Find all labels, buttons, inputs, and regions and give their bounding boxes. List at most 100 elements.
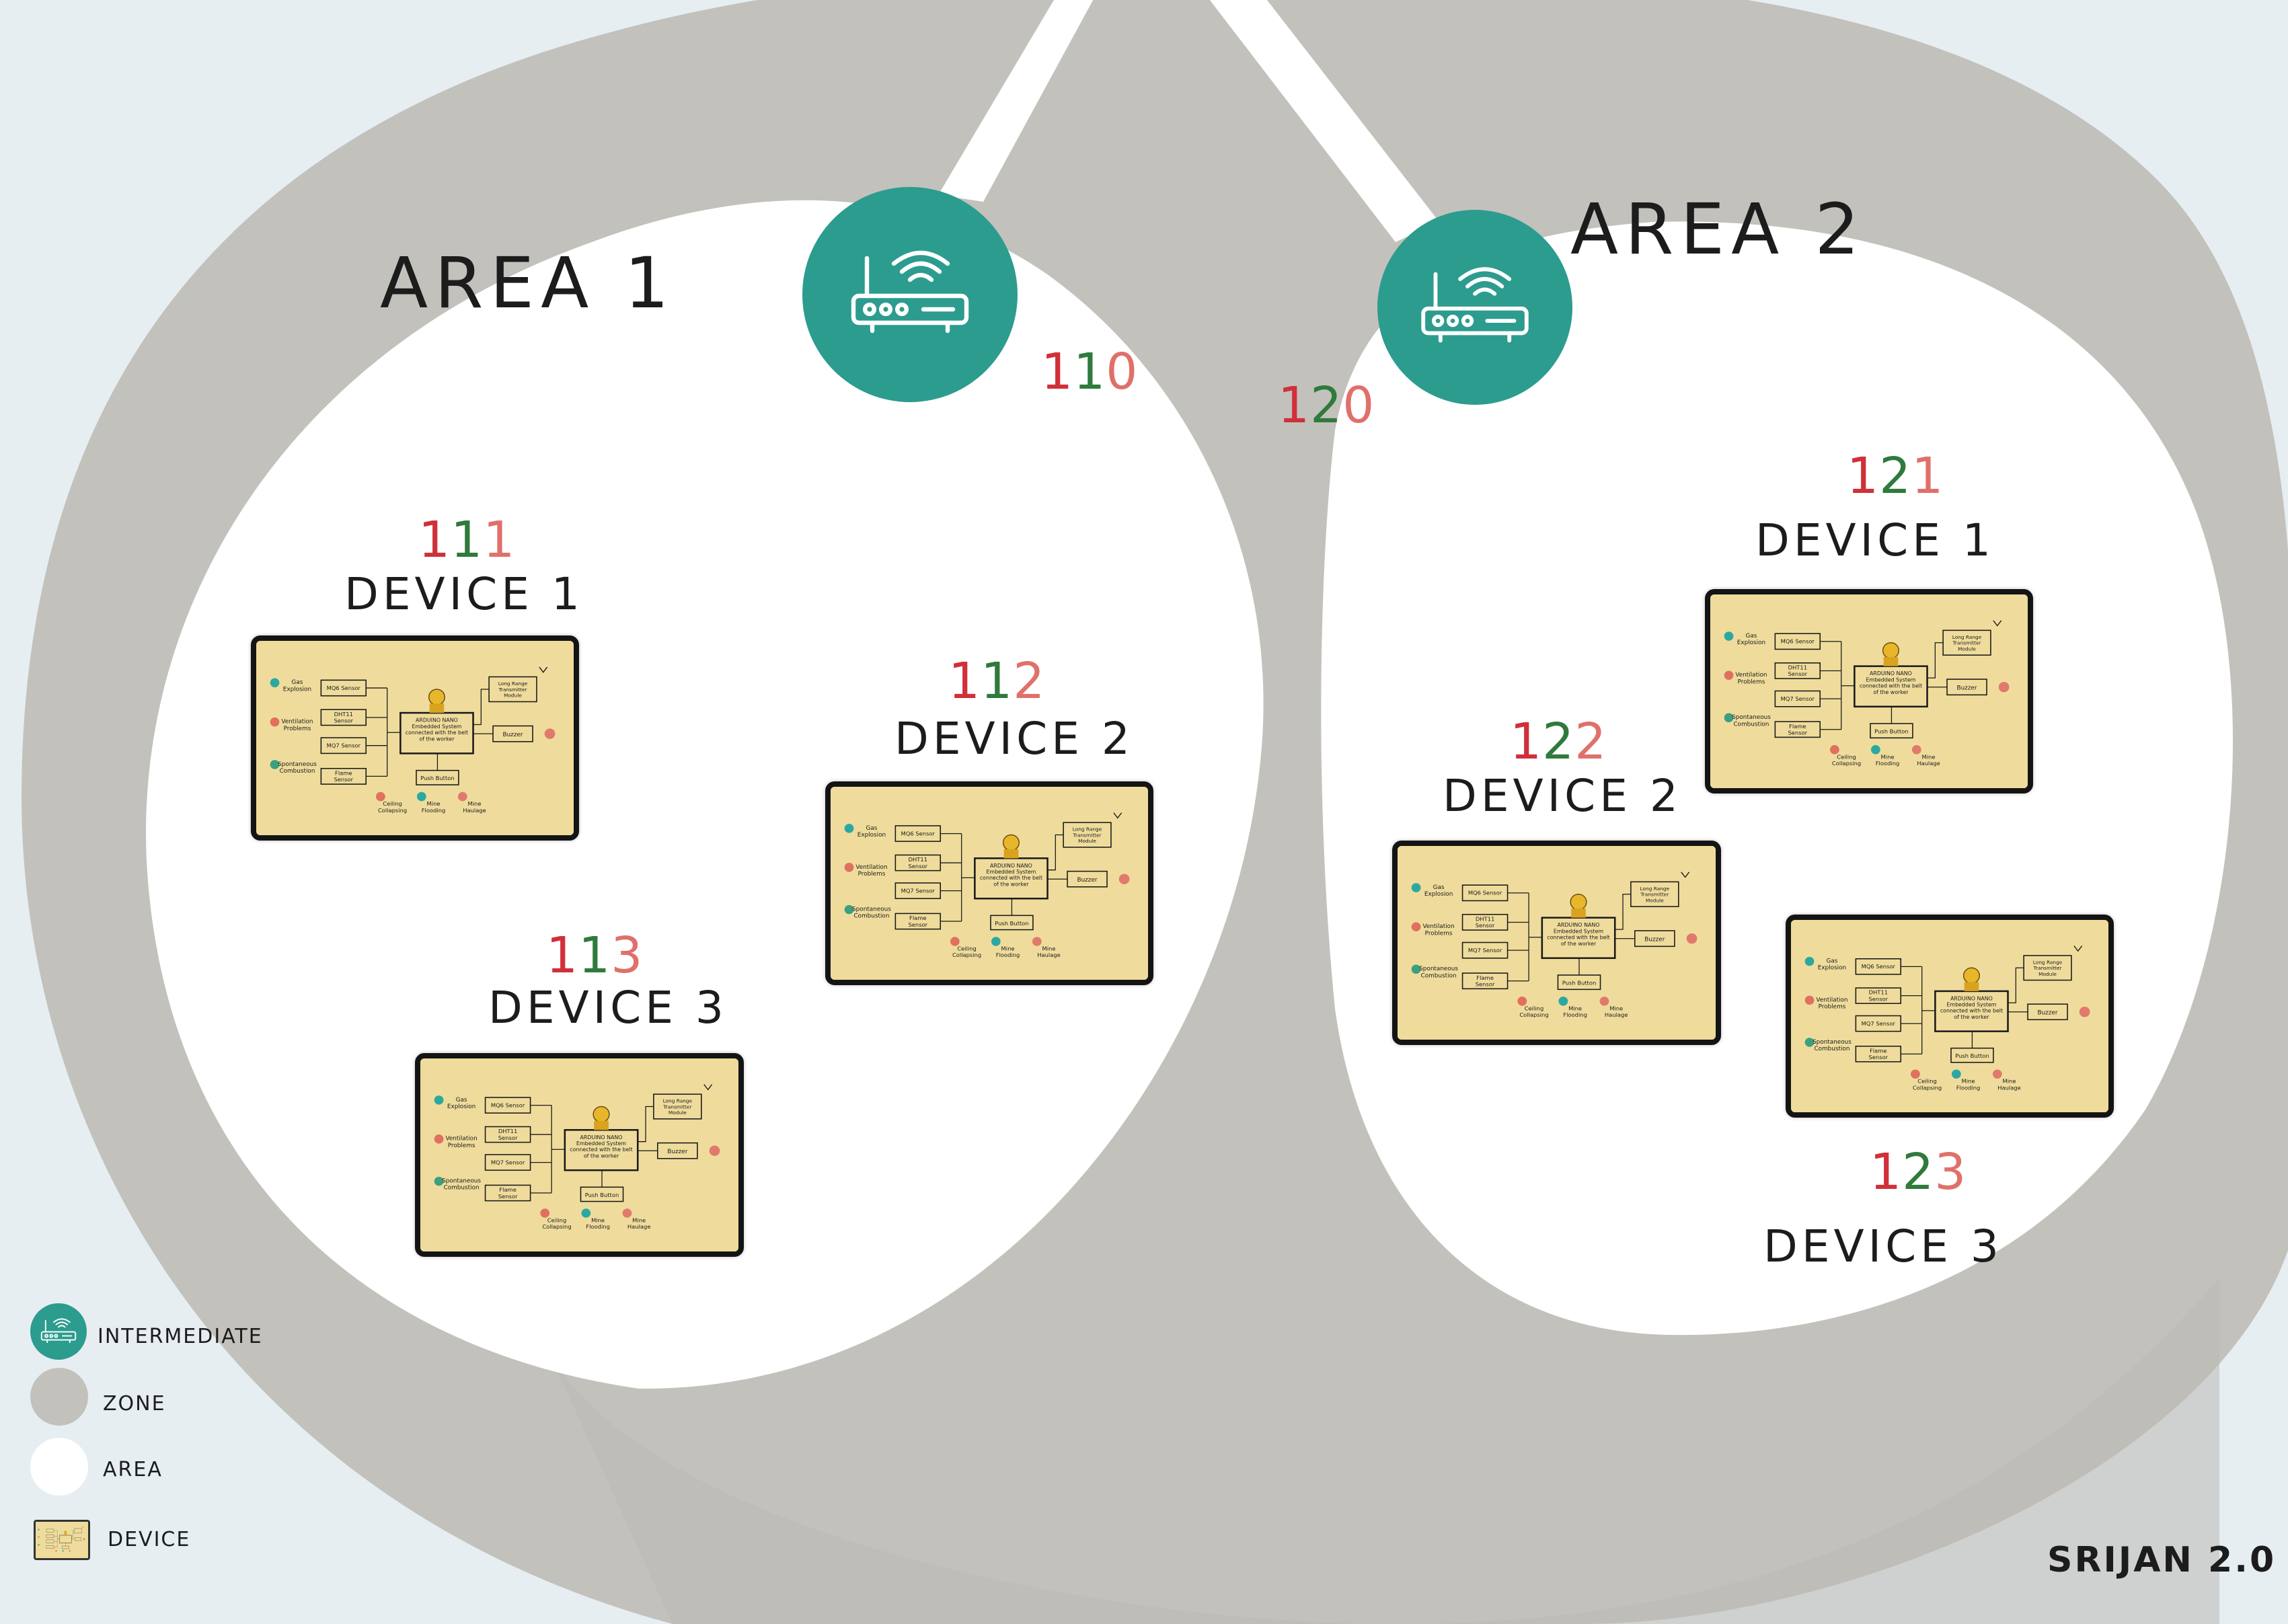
controller-block: [1854, 665, 1928, 708]
sensor-label: DHT11: [909, 856, 927, 863]
hazard-icon: [1829, 745, 1839, 755]
hazard-label: Haulage: [1997, 1084, 2021, 1091]
transmitter-label: Long Range: [1073, 826, 1102, 833]
transmitter-label: Module: [669, 1110, 687, 1116]
transmitter-label: Long Range: [498, 681, 528, 687]
transmitter-label: Module: [1646, 897, 1664, 903]
push-button-block: [580, 1186, 624, 1202]
area-1-device-2-title: DEVICE 2: [894, 713, 1134, 765]
schematic-connector: [1615, 894, 1631, 930]
hazard-icon: [1870, 745, 1880, 755]
zone-overlay-shape: [551, 1278, 2219, 1624]
area-2-intermediate-node[interactable]: [1377, 210, 1572, 405]
hazard-icon: [844, 863, 854, 872]
hazard-label: Haulage: [463, 807, 486, 814]
legend-intermediate-label: INTERMEDIATE: [98, 1325, 263, 1348]
hazard-icon: [1951, 1069, 1961, 1079]
buzzer-label: Buzzer: [667, 1149, 687, 1155]
hazard-icon: [375, 791, 385, 802]
schematic-background: [1710, 594, 2028, 788]
hazard-label: Flooding: [586, 1223, 610, 1230]
code-digit: 2: [1879, 447, 1912, 505]
hazard-label: Problems: [1425, 930, 1453, 937]
hazard-label: Ceiling: [1917, 1078, 1937, 1085]
hazard-icon: [457, 791, 467, 802]
transmitter-block: [1630, 881, 1679, 907]
hazard-label: Problems: [1819, 1004, 1846, 1011]
hazard-icon: [1804, 956, 1815, 966]
controller-label: of the worker: [419, 736, 455, 742]
code-digit: 1: [451, 511, 484, 569]
code-digit: 2: [1574, 713, 1607, 771]
hazard-label: Haulage: [1917, 760, 1940, 767]
worker-body: [64, 1533, 67, 1535]
worker-icon: [64, 1531, 67, 1534]
sensor-label: Flame: [909, 915, 926, 921]
code-digit: 1: [546, 927, 579, 984]
sensor-label: Sensor: [334, 718, 353, 724]
area-1-device-3-title: DEVICE 3: [488, 982, 728, 1034]
legend-intermediate-swatch: [30, 1303, 87, 1360]
code-112: 112: [948, 652, 1045, 710]
hazard-icon: [1411, 964, 1421, 974]
hazard-label: Collapsing: [952, 952, 981, 958]
controller-label: of the worker: [1954, 1014, 1989, 1020]
hazard-icon: [416, 791, 426, 802]
hazard-label: Explosion: [447, 1104, 475, 1110]
device-schematic: GasExplosionVentilationProblemsSpontaneo…: [1791, 920, 2108, 1112]
push-button-label: Push Button: [585, 1192, 619, 1198]
legend-area-swatch: [30, 1438, 88, 1496]
hazard-label: Collapsing: [1832, 760, 1861, 767]
sensor-label: Flame: [1870, 1047, 1887, 1054]
hazard-label: Combustion: [1814, 1046, 1850, 1052]
sensor-label: DHT11: [1788, 664, 1807, 671]
hazard-label: Ceiling: [383, 800, 402, 807]
hazard-label: Spontaneous: [1419, 966, 1458, 972]
alarm-icon: [2079, 1007, 2090, 1017]
sensor-label: Sensor: [1476, 922, 1495, 929]
hazard-icon: [1411, 922, 1421, 932]
sensor-label: DHT11: [1476, 916, 1494, 923]
sensor-label: MQ7 Sensor: [1781, 695, 1815, 702]
push-button-block: [990, 915, 1034, 931]
area-2-title: AREA 2: [1570, 188, 1866, 270]
legend-device-label: DEVICE: [108, 1528, 191, 1551]
sensor-block: [1461, 914, 1509, 931]
hazard-label: Ceiling: [1837, 753, 1856, 760]
worker-icon: [593, 1106, 610, 1123]
code-digit: 1: [483, 511, 516, 569]
sensor-label: MQ7 Sensor: [327, 742, 361, 749]
sensor-block: [1461, 972, 1509, 990]
worker-icon: [1570, 894, 1587, 911]
worker-body: [1883, 657, 1899, 666]
transmitter-label: Long Range: [1952, 634, 1982, 640]
transmitter-label: Transmitter: [1952, 640, 1981, 646]
controller-label: of the worker: [993, 881, 1029, 887]
hazard-label: Haulage: [1605, 1011, 1628, 1018]
code-digit: 1: [1510, 713, 1543, 771]
hazard-label: Gas: [456, 1097, 467, 1104]
area-1-intermediate-node[interactable]: [802, 187, 1018, 402]
antenna-icon: [1681, 872, 1690, 878]
transmitter-label: Transmitter: [498, 687, 528, 693]
schematic-background: [256, 641, 574, 835]
controller-label: ARDUINO NANO: [1870, 670, 1912, 676]
code-123: 123: [1870, 1143, 1967, 1201]
buzzer-block: [2027, 1003, 2068, 1021]
schematic-connector: [71, 1531, 75, 1538]
hazard-label: Collapsing: [1913, 1084, 1942, 1091]
buzzer-label: Buzzer: [1077, 877, 1098, 884]
hazard-label: Haulage: [627, 1223, 651, 1230]
controller-label: of the worker: [584, 1153, 619, 1159]
transmitter-label: Module: [1958, 646, 1976, 652]
transmitter-label: Transmitter: [2033, 965, 2062, 971]
worker-body: [1571, 908, 1586, 918]
hazard-icon: [38, 1529, 40, 1531]
controller-label: connected with the belt: [980, 875, 1042, 881]
